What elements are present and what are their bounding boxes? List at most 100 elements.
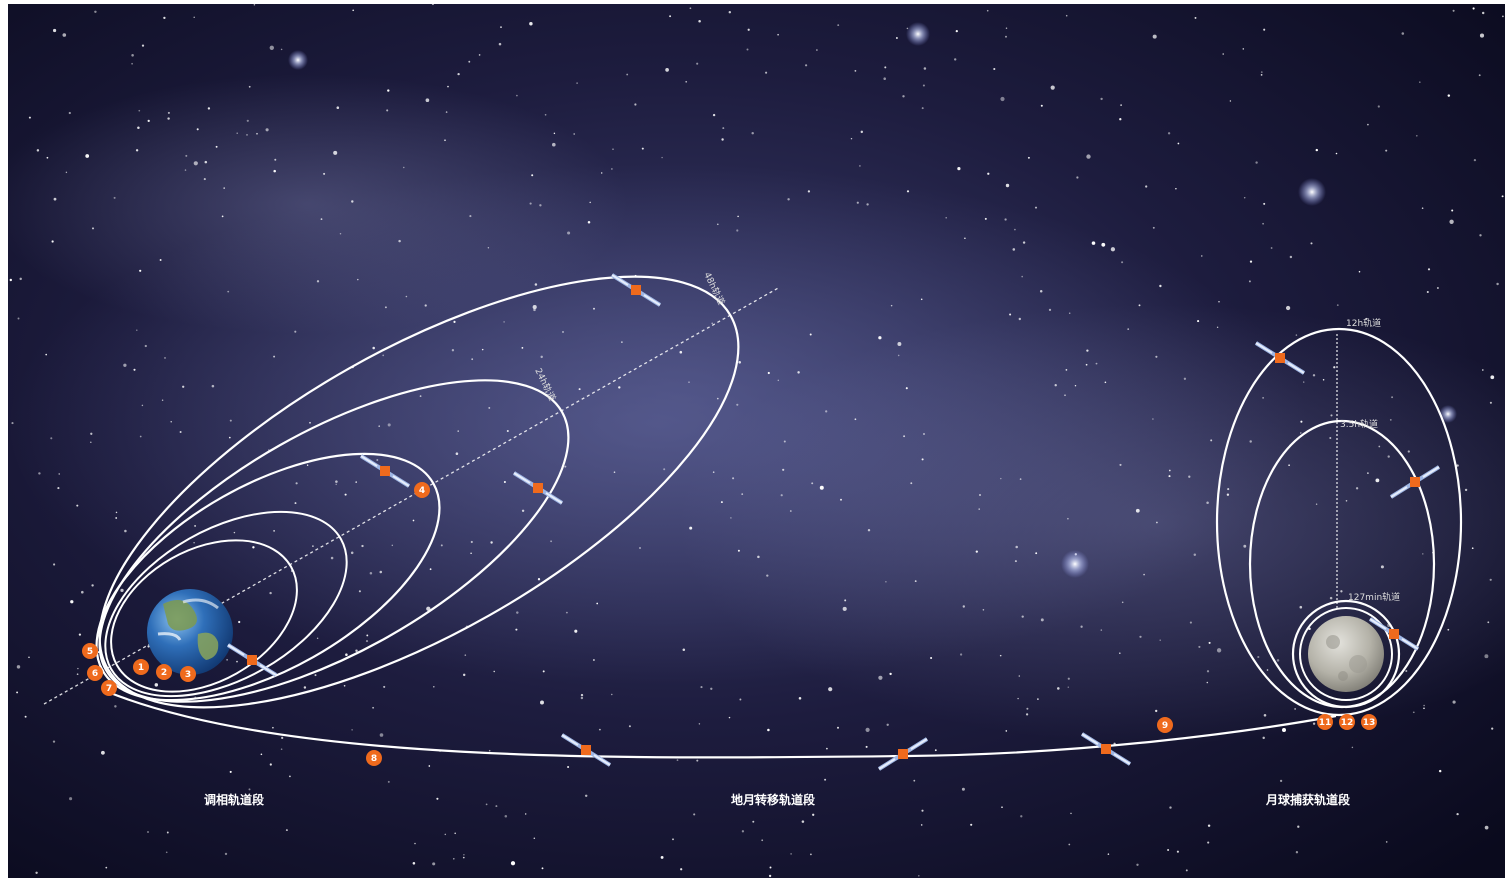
star [737,549,740,552]
star [1005,183,1010,188]
star [954,58,957,61]
star [265,128,269,132]
star [732,477,735,480]
star [131,54,134,57]
star [53,563,56,566]
star [133,368,136,371]
star [531,174,534,177]
star [1456,812,1459,816]
star [1226,493,1230,496]
star [1295,334,1298,336]
star [1168,469,1171,472]
marker-1: 1 [133,659,149,675]
star [890,304,893,307]
star [1218,301,1220,303]
star [1139,635,1142,638]
star [1048,308,1052,312]
moon-icon [1308,616,1384,692]
star [468,60,471,63]
star [598,728,601,731]
star [115,511,118,514]
star [854,418,857,421]
svg-text:7: 7 [106,684,112,694]
star [1299,605,1303,609]
star [797,371,800,374]
star [529,202,532,205]
star [1057,687,1060,690]
star [626,73,629,76]
star [330,556,334,560]
star [1427,268,1431,271]
star [1189,621,1192,624]
star [1145,185,1148,188]
star [1289,255,1293,259]
star [710,687,713,690]
star [721,138,724,141]
star [1085,363,1088,366]
star [897,354,900,357]
star [1263,714,1267,717]
star [790,853,792,855]
star [712,471,715,473]
star [1479,234,1482,237]
nebula-cloud [8,74,628,334]
orbit-initial [104,510,348,698]
star [369,571,373,575]
star [379,733,384,737]
marker-2: 2 [156,664,172,680]
star [280,48,283,51]
star [696,62,699,65]
star [1501,195,1504,198]
star [9,278,12,282]
star [660,855,664,859]
star [138,109,141,112]
star [1452,9,1455,12]
star [193,16,195,19]
star [975,550,978,553]
star [741,493,744,495]
star [419,395,422,397]
star [878,336,882,340]
star [1168,475,1171,478]
star [274,158,277,161]
svg-text:1: 1 [138,663,144,673]
star [403,166,405,169]
star [114,705,117,708]
star [1037,698,1039,700]
star [193,161,198,166]
maneuver-markers: 1 2 3 4 5 6 7 8 9 10 11 12 13 [82,482,1377,766]
star [1380,565,1384,569]
star [1197,320,1200,323]
star [227,799,231,802]
star [1198,645,1201,648]
bright-star [1061,550,1089,578]
star [1412,711,1415,714]
star [358,590,361,593]
star [77,667,79,670]
star [576,82,578,84]
star [682,648,686,652]
star [1315,503,1318,505]
star [1471,547,1474,550]
star [696,759,699,762]
star [1282,728,1286,732]
star [984,217,987,220]
star [161,399,164,402]
orbit-diagram: 48h轨道 24h轨道 12h轨道 3.5h轨道 127min轨道 1 2 3 … [8,4,1505,878]
star [934,749,937,752]
star [94,10,97,14]
star [920,824,923,826]
svg-text:11: 11 [1319,718,1332,728]
star [1391,396,1394,399]
star [1068,312,1071,315]
star [273,530,275,532]
star [1012,248,1016,251]
star [878,675,883,680]
star [766,574,769,577]
star [382,354,385,357]
star [238,620,241,624]
star [1423,707,1425,710]
star [1065,369,1068,371]
star [355,481,357,483]
star [139,435,142,438]
